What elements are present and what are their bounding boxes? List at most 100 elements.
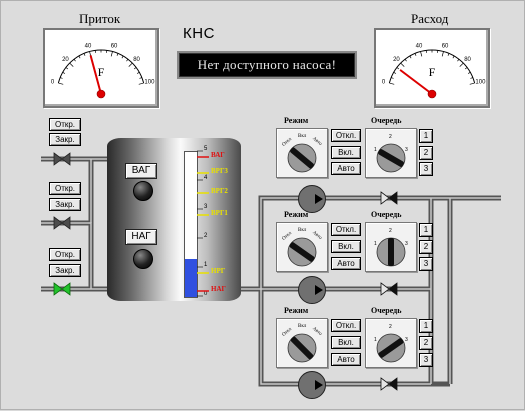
pump-2-auto-button[interactable]: Авто (331, 257, 361, 270)
check-valve-2-icon[interactable] (380, 282, 398, 296)
pump-2-queue-switch[interactable]: 1 2 3 (365, 222, 417, 272)
queue-knob-label: 1 (374, 147, 377, 153)
queue-knob-label: 2 (389, 324, 392, 330)
pump-3-queue-1-button[interactable]: 1 (419, 319, 433, 333)
pump-3-off-button[interactable]: Откл. (331, 319, 361, 332)
mode-knob-icon: Откл Вкл Авто (277, 319, 327, 367)
outflow-gauge-needle (400, 70, 432, 94)
inflow-gauge-title: Приток (79, 11, 120, 27)
outflow-gauge-tick (410, 56, 411, 58)
pump-3-mode-switch[interactable]: Откл Вкл Авто (276, 318, 328, 368)
pump-2-off-button[interactable]: Откл. (331, 223, 361, 236)
outflow-gauge-tick (465, 67, 467, 69)
valve-2-open-button[interactable]: Откр. (49, 182, 81, 195)
inflow-gauge-tick (84, 53, 85, 55)
inflow-gauge-tick-label: 40 (85, 44, 92, 50)
inflow-gauge-tick (126, 59, 128, 61)
inflow-gauge-tick (117, 53, 118, 55)
pump-2[interactable] (298, 276, 326, 304)
check-valve-3-icon[interactable] (380, 377, 398, 391)
valve-3-icon[interactable] (53, 282, 71, 296)
outflow-gauge-tick (442, 52, 443, 57)
pump-3-queue-title: Очередь (371, 306, 401, 315)
outflow-gauge-tick (457, 59, 459, 61)
outflow-gauge-needle-hub (428, 90, 436, 98)
pump-3[interactable] (298, 371, 326, 399)
pump-2-on-button[interactable]: Вкл. (331, 240, 361, 253)
pump-3-queue-3-button[interactable]: 3 (419, 353, 433, 367)
mode-label-auto: Авто (311, 136, 323, 147)
outflow-gauge-tick-label: 40 (416, 44, 423, 50)
pump-2-queue-1-button[interactable]: 1 (419, 223, 433, 237)
valve-3-open-button[interactable]: Откр. (49, 248, 81, 261)
inflow-gauge-tick (58, 83, 63, 84)
level-label-vag: ВАГ (211, 151, 225, 159)
pump-1-off-button[interactable]: Откл. (331, 129, 361, 142)
check-valve-1-icon[interactable] (380, 191, 398, 205)
pump-3-mode-title: Режим (284, 306, 308, 315)
queue-knob-icon: 1 2 3 (366, 319, 416, 367)
mode-label-off: Откл (282, 327, 294, 338)
outflow-gauge-tick (453, 56, 454, 58)
inflow-gauge-tick (63, 72, 65, 73)
pump-1-queue-1-button[interactable]: 1 (419, 129, 433, 143)
valve-1-close-button[interactable]: Закр. (49, 133, 81, 146)
queue-knob-label: 3 (405, 337, 408, 343)
valve-3-close-button[interactable]: Закр. (49, 264, 81, 277)
pump-1-mode-switch[interactable]: Откл Вкл Авто (276, 128, 328, 178)
level-label-vrg3: ВРГ3 (211, 167, 228, 175)
level-label-vrg1: ВРГ1 (211, 209, 228, 217)
page-title: КНС (183, 25, 215, 42)
outflow-gauge-tick (389, 83, 394, 84)
valve-2-close-button[interactable]: Закр. (49, 198, 81, 211)
outflow-gauge-tick (415, 53, 416, 55)
level-label-nag: НАГ (211, 285, 226, 293)
mode-label-on: Вкл (298, 324, 307, 329)
pump-2-queue-2-button[interactable]: 2 (419, 240, 433, 254)
pump-3-on-button[interactable]: Вкл. (331, 336, 361, 349)
pump-1-queue-3-button[interactable]: 3 (419, 162, 433, 176)
valve-1-icon[interactable] (53, 152, 71, 166)
pump-1-queue-2-button[interactable]: 2 (419, 146, 433, 160)
mode-label-on: Вкл (298, 228, 307, 233)
outflow-gauge-tick (391, 78, 393, 79)
queue-knob-label: 1 (374, 241, 377, 247)
valve-1-open-button[interactable]: Откр. (49, 118, 81, 131)
pump-1-auto-button[interactable]: Авто (331, 162, 361, 175)
pump-2-queue-3-button[interactable]: 3 (419, 257, 433, 271)
queue-knob-label: 1 (374, 337, 377, 343)
pump-3-queue-2-button[interactable]: 2 (419, 336, 433, 350)
outflow-gauge-tick (448, 53, 449, 55)
outflow-gauge-tick-label: 100 (475, 80, 486, 86)
inflow-gauge-tick (129, 63, 133, 67)
level-fill (185, 259, 197, 297)
outflow-gauge-tick-label: 0 (382, 80, 386, 86)
vag-lamp (133, 181, 153, 201)
pump-2-mode-title: Режим (284, 210, 308, 219)
pump-3-queue-switch[interactable]: 1 2 3 (365, 318, 417, 368)
pump-1-mode-title: Режим (284, 116, 308, 125)
pump-1[interactable] (298, 185, 326, 213)
pump-2-mode-switch[interactable]: Откл Вкл Авто (276, 222, 328, 272)
inflow-gauge-tick (134, 67, 136, 69)
inflow-gauge-tick (139, 78, 141, 79)
pump-1-queue-title: Очередь (371, 116, 401, 125)
mode-label-off: Откл (282, 137, 294, 148)
pump-1-queue-switch[interactable]: 1 2 3 (365, 128, 417, 178)
queue-knob-label: 3 (405, 147, 408, 153)
queue-knob-label: 2 (389, 228, 392, 234)
outflow-gauge-tick-label: 60 (442, 44, 449, 50)
outflow-gauge-tick-label: 80 (464, 57, 471, 63)
queue-knob-icon: 1 2 3 (366, 129, 416, 177)
mode-label-auto: Авто (311, 326, 323, 337)
inflow-gauge-tick (70, 63, 74, 67)
pump-3-auto-button[interactable]: Авто (331, 353, 361, 366)
valve-2-icon[interactable] (53, 216, 71, 230)
outflow-gauge-tick (394, 72, 396, 73)
pump-1-on-button[interactable]: Вкл. (331, 146, 361, 159)
inflow-gauge-needle-hub (97, 90, 105, 98)
